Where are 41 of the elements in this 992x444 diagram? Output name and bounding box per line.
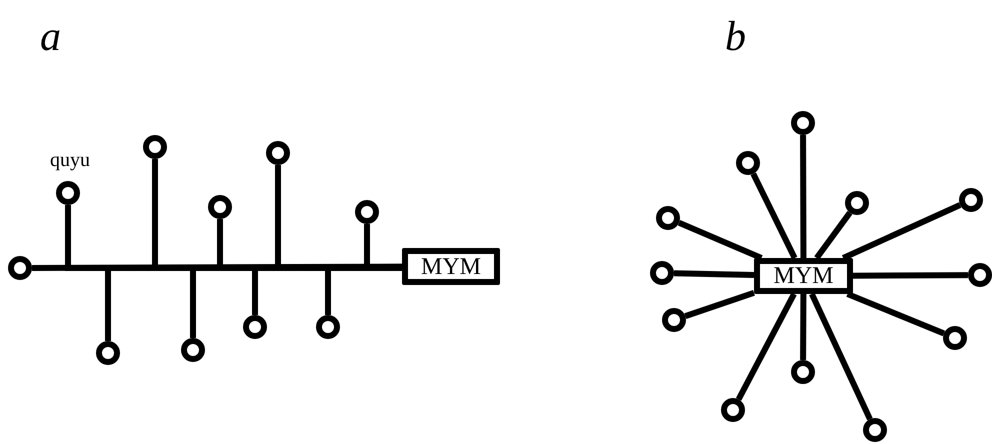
terminal-circle	[968, 263, 992, 287]
terminal-circle	[959, 188, 983, 212]
terminal-circle	[791, 360, 815, 384]
terminal-circle	[96, 341, 120, 365]
panel-letter: a	[40, 16, 61, 58]
terminal-circle	[650, 261, 674, 285]
terminal-circle	[266, 141, 290, 165]
panel-letter: b	[725, 16, 746, 58]
terminal-circle	[656, 206, 680, 230]
connector-line	[809, 292, 873, 420]
terminal-circle	[355, 200, 379, 224]
connector-line	[674, 270, 754, 278]
terminal-circle	[791, 111, 815, 135]
connector-line	[32, 264, 402, 271]
node-caption: quyu	[50, 150, 90, 170]
terminal-circle	[243, 315, 267, 339]
terminal-circle	[143, 135, 167, 159]
terminal-circle	[863, 418, 887, 442]
connector-line	[846, 291, 946, 336]
connector-line	[814, 210, 852, 260]
connector-line	[684, 290, 755, 319]
connector-line	[800, 134, 806, 258]
terminal-circle	[181, 338, 205, 362]
terminal-circle	[943, 326, 967, 350]
connector-line	[852, 272, 968, 279]
terminal-circle	[845, 191, 869, 215]
box-label: MYM	[420, 254, 481, 278]
connector-line	[750, 172, 798, 260]
connector-line	[800, 294, 806, 360]
terminal-circle	[721, 398, 745, 422]
connector-line	[736, 292, 797, 401]
label-box	[754, 258, 853, 294]
connector-line	[842, 202, 962, 261]
terminal-circle	[316, 315, 340, 339]
connector-line	[678, 220, 763, 261]
terminal-circle	[736, 151, 760, 175]
terminal-circle	[662, 308, 686, 332]
terminal-circle	[208, 195, 232, 219]
label-box	[402, 248, 500, 285]
terminal-circle	[8, 256, 32, 280]
box-label: MYM	[773, 264, 834, 288]
